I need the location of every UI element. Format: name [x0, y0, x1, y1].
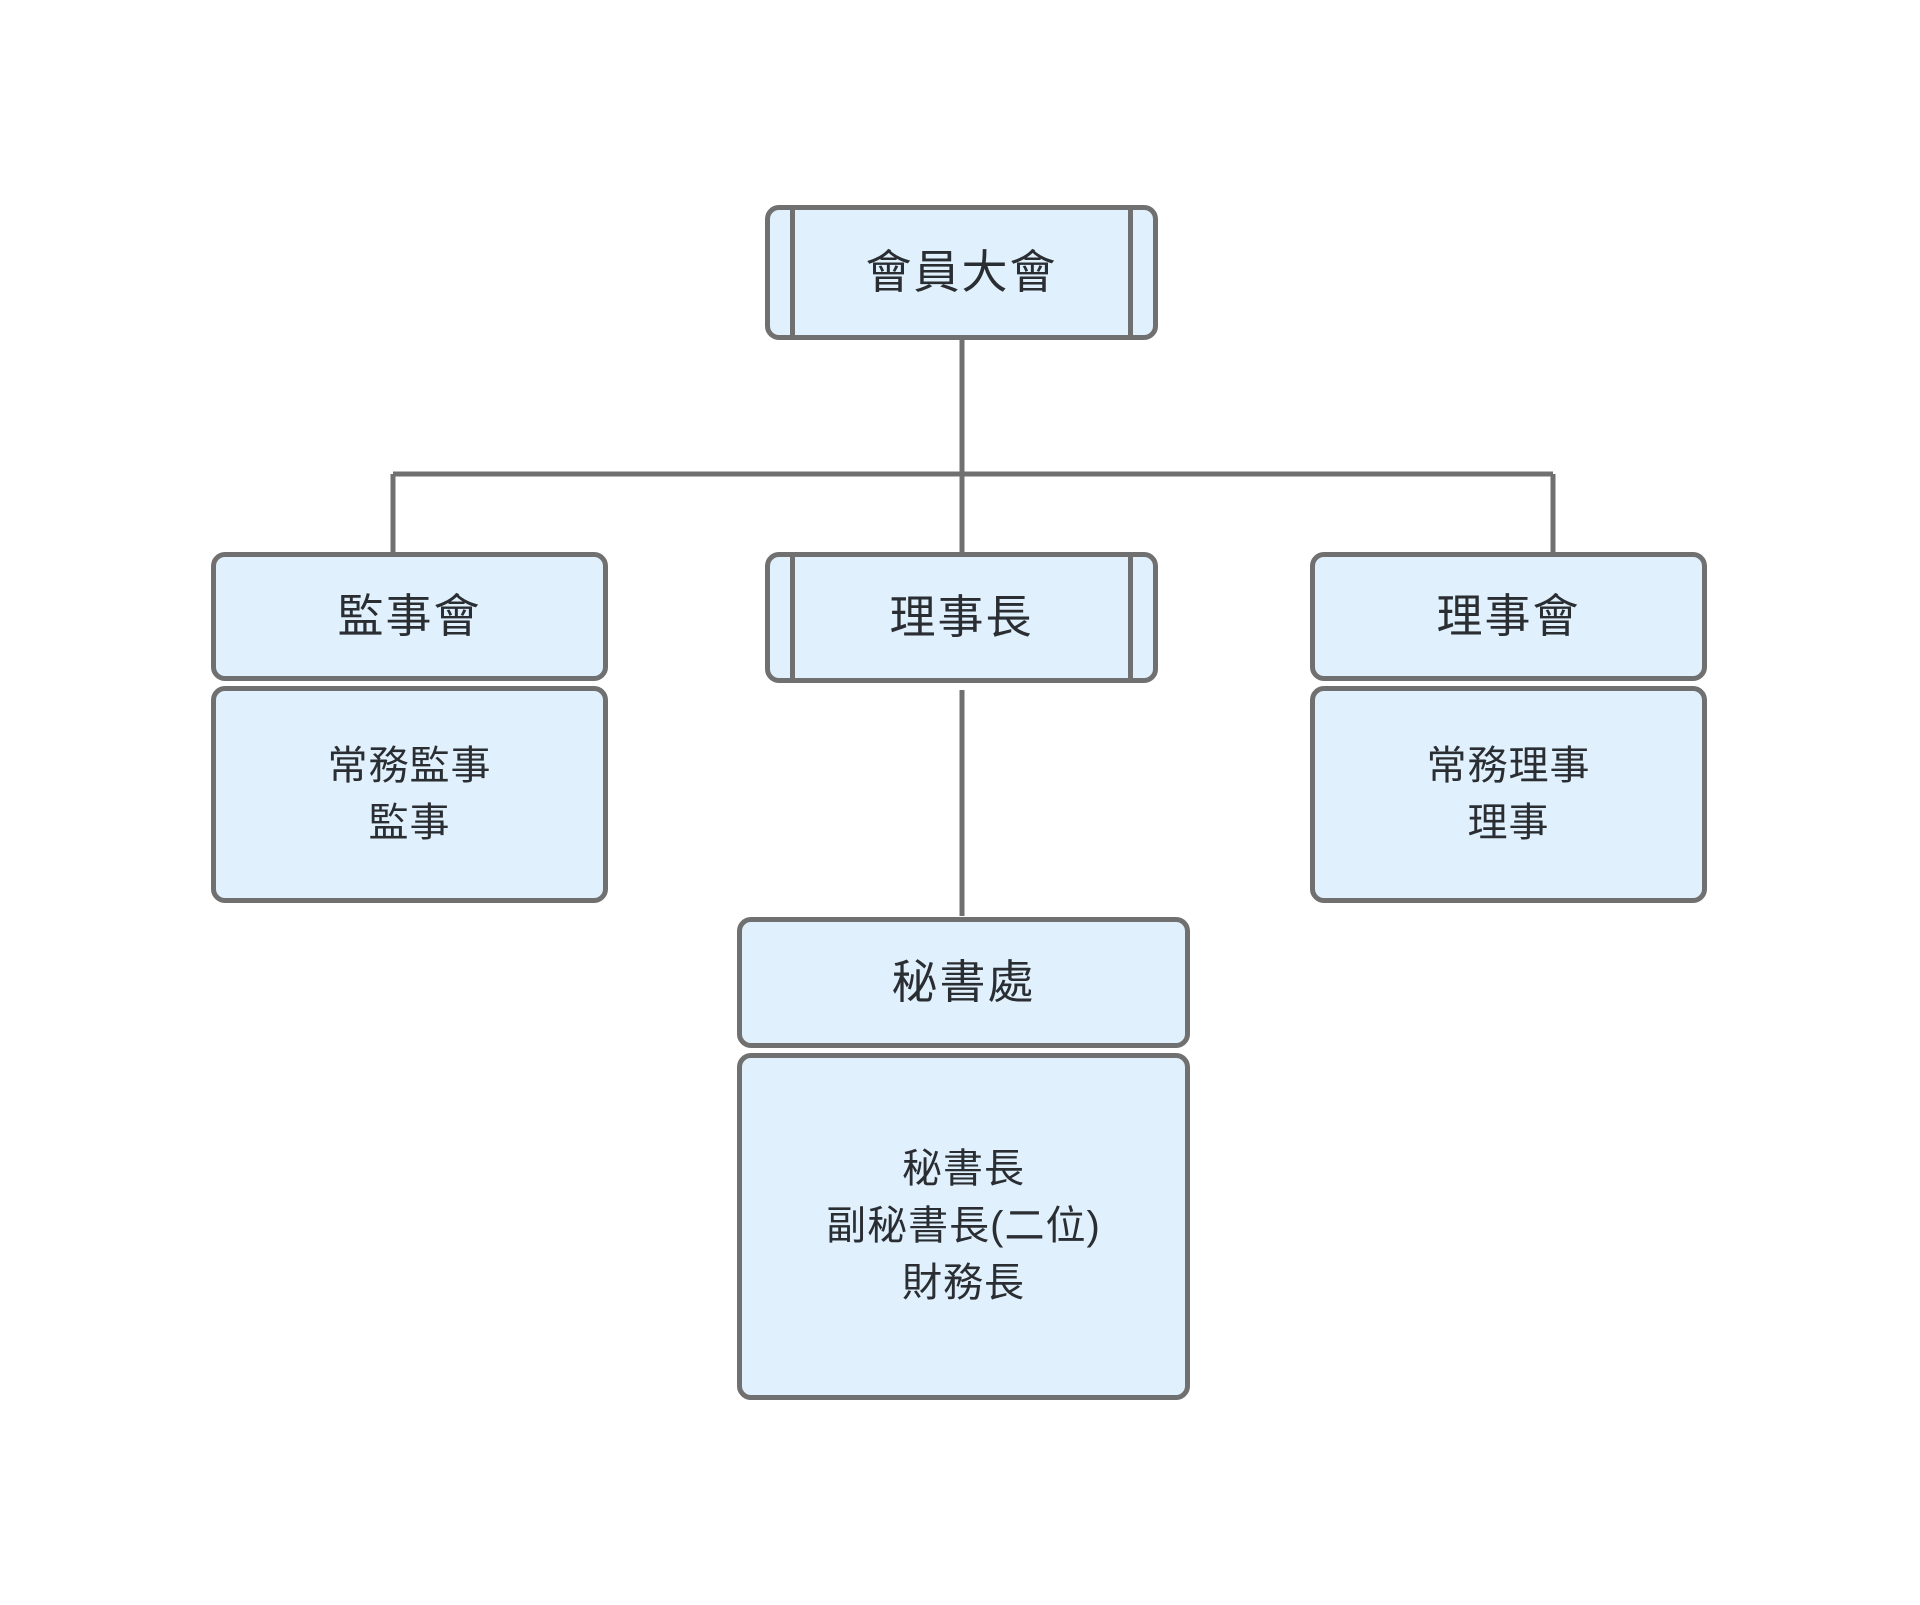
node-supervisors-header-label: 監事會 [337, 589, 482, 642]
node-secretariat-body[interactable]: 秘書長 副秘書長(二位) 財務長 [737, 1053, 1190, 1400]
node-directors-member-list: 常務理事 理事 [1426, 743, 1591, 845]
node-supervisors-member-list: 常務監事 監事 [327, 743, 492, 845]
node-supervisors-header[interactable]: 監事會 [211, 552, 608, 681]
node-assembly[interactable]: 會員大會 [765, 205, 1158, 340]
node-directors-body[interactable]: 常務理事 理事 [1310, 686, 1707, 903]
node-directors-header-label: 理事會 [1436, 589, 1581, 642]
node-supervisors-body[interactable]: 常務監事 監事 [211, 686, 608, 903]
node-assembly-label: 會員大會 [865, 245, 1058, 298]
node-chairman[interactable]: 理事長 [765, 552, 1158, 683]
node-secretariat-member-list: 秘書長 副秘書長(二位) 財務長 [826, 1147, 1101, 1305]
node-directors-header[interactable]: 理事會 [1310, 552, 1707, 681]
node-secretariat-header[interactable]: 秘書處 [737, 917, 1190, 1048]
node-secretariat-header-label: 秘書處 [891, 955, 1036, 1008]
node-chairman-label: 理事長 [889, 590, 1034, 643]
